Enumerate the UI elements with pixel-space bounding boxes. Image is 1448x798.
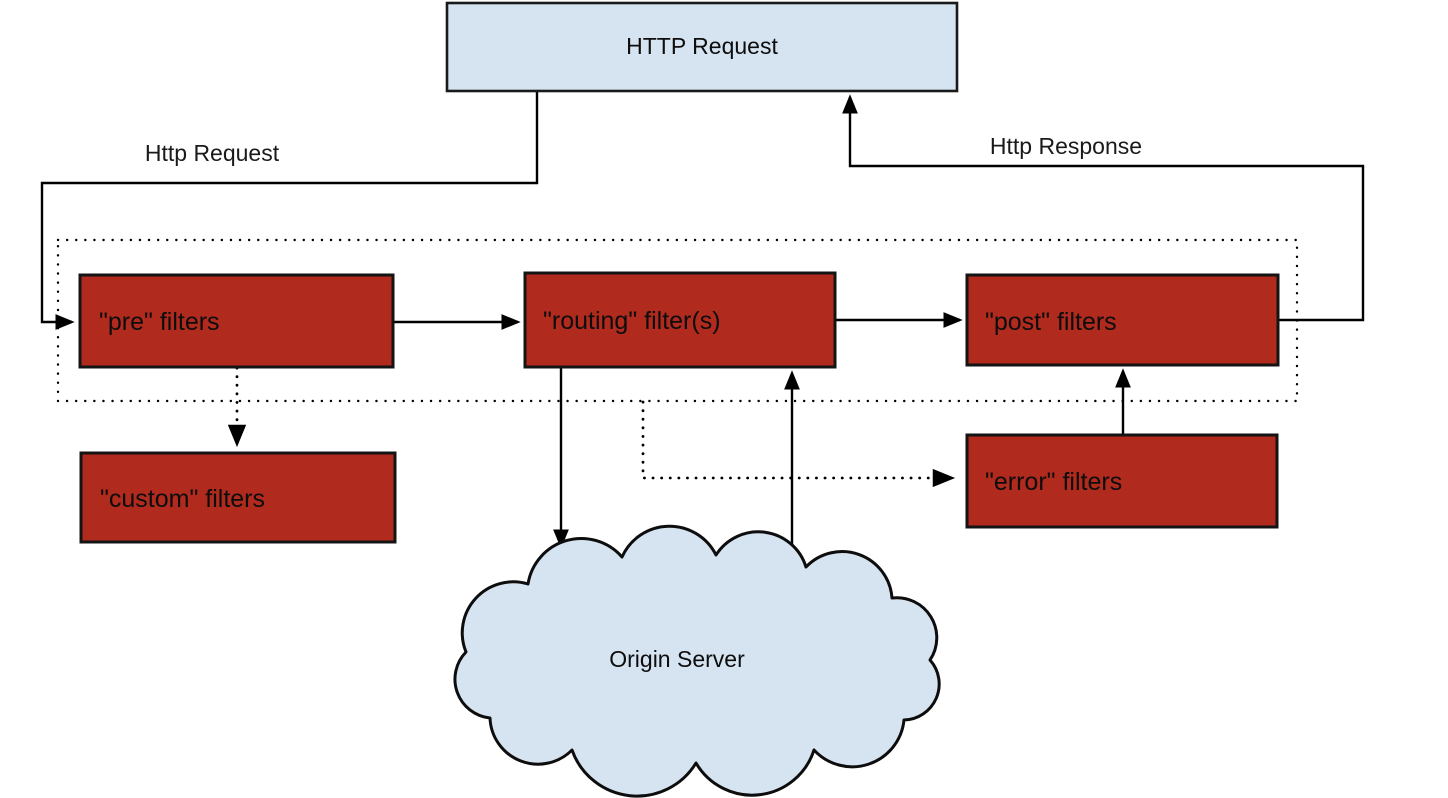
pre-filters-box (78, 273, 395, 369)
error-filters-label: "error" filters (985, 468, 1122, 496)
node-error-filters: "error" filters (965, 433, 1279, 529)
error-filters-box (965, 433, 1279, 529)
edge-to-error-dotted (641, 400, 956, 488)
origin-server-cloud (453, 524, 941, 798)
pre-filters-label: "pre" filters (99, 308, 220, 336)
http-request-box (445, 1, 959, 93)
post-filters-box (965, 273, 1280, 367)
edge-post-filters-to-response (842, 94, 1365, 322)
post-filters-label: "post" filters (985, 308, 1117, 336)
http-request-label: HTTP Request (626, 33, 778, 59)
http-request-edge-label: Http Request (145, 140, 280, 166)
node-pre-filters: "pre" filters (78, 273, 395, 369)
node-http-request: HTTP Request (445, 1, 959, 93)
edge-request-to-pre-filters (40, 91, 539, 330)
custom-filters-box (79, 451, 397, 544)
custom-filters-label: "custom" filters (100, 485, 265, 513)
routing-filters-box (523, 271, 837, 369)
node-routing-filters: "routing" filter(s) (523, 271, 837, 369)
routing-filters-label: "routing" filter(s) (543, 307, 721, 335)
node-post-filters: "post" filters (965, 273, 1280, 367)
node-origin-server: Origin Server (453, 524, 941, 798)
node-custom-filters: "custom" filters (79, 451, 397, 544)
http-response-edge-label: Http Response (990, 133, 1142, 159)
origin-server-label: Origin Server (609, 646, 745, 672)
